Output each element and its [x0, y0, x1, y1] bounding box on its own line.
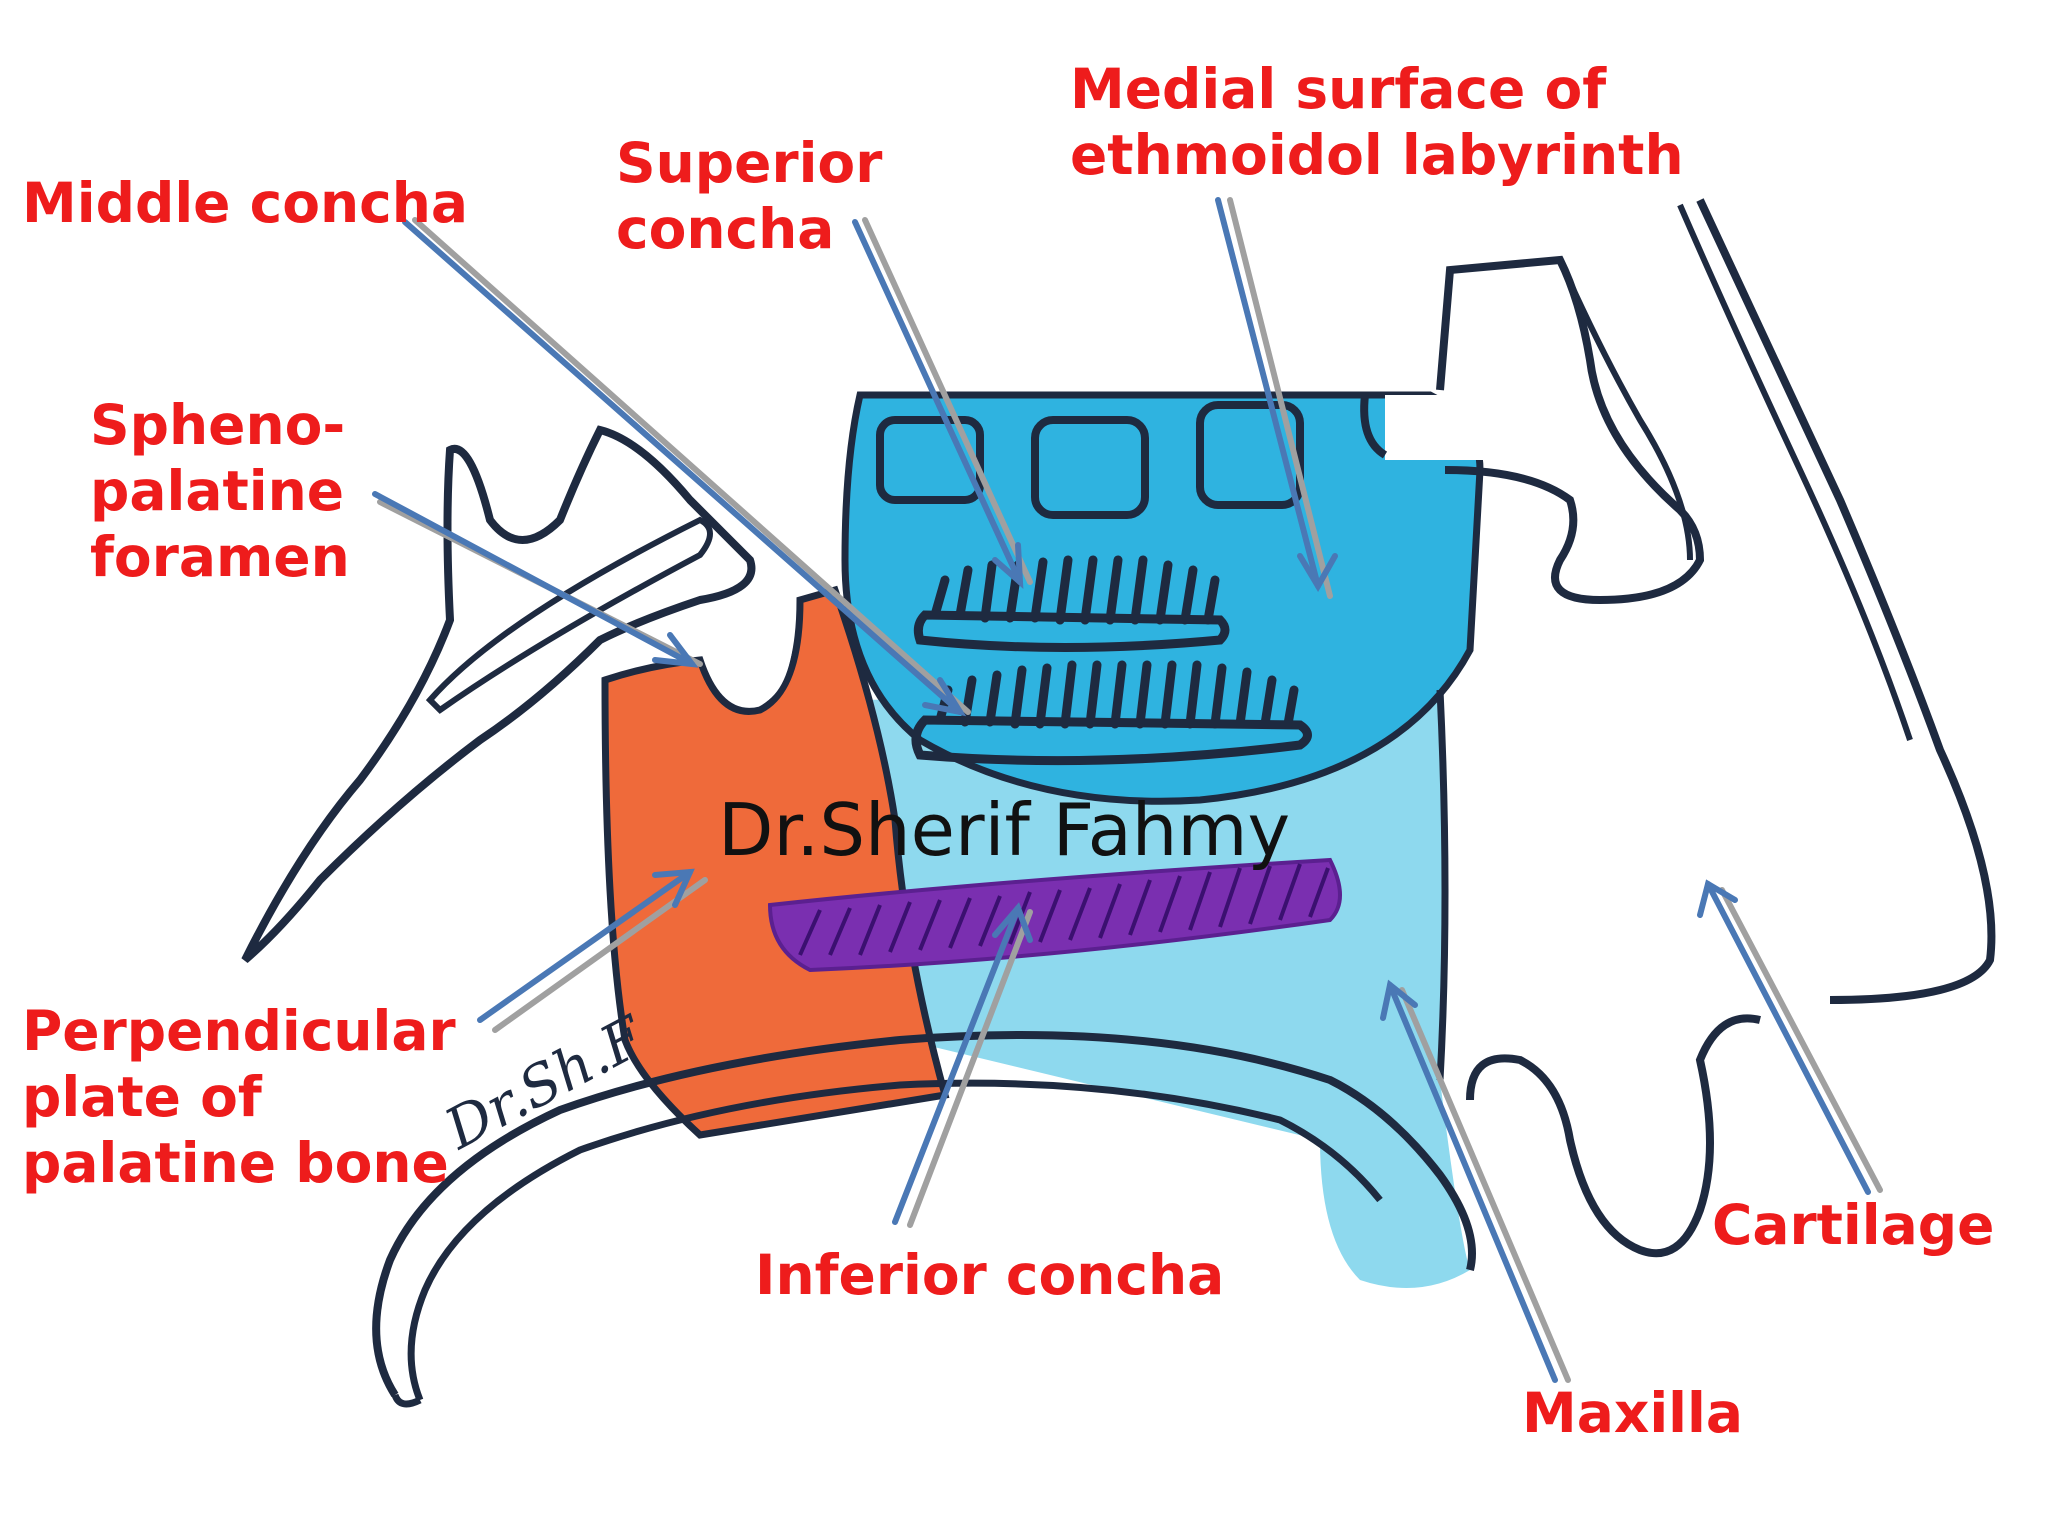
inferior-concha-hatching [798, 863, 1330, 956]
hard-palate-outline [372, 1031, 1476, 1398]
hard-palate-end [391, 1393, 422, 1408]
arrow-cartilage [1697, 879, 1883, 1195]
nasal-bone-inner [1557, 258, 1693, 561]
cartilage-outline [1696, 198, 1996, 1004]
maxilla-edge [1436, 689, 1449, 1081]
air-cell-3 [1196, 401, 1304, 509]
label-cartilage: Cartilage [1712, 1193, 1995, 1257]
palatine-plate [601, 585, 950, 1139]
arrow-sphenopalatine [372, 491, 703, 668]
label-superior-concha: Superior concha [616, 131, 883, 261]
arrow-inferior-concha [892, 902, 1033, 1228]
label-middle-concha: Middle concha [22, 171, 469, 235]
label-perpendicular-plate: Perpendicular plate of palatine bone [22, 999, 456, 1195]
label-sphenopalatine-foramen: Spheno- palatine foramen [90, 393, 350, 589]
label-medial-surface-ethmoid: Medial surface of ethmoidol labyrinth [1070, 57, 1684, 187]
arrow-medial-surface [1215, 197, 1338, 599]
arrow-middle-concha [402, 217, 971, 717]
nasal-bone-outline [1436, 255, 1705, 605]
air-cell-2 [1031, 416, 1149, 519]
label-maxilla: Maxilla [1522, 1381, 1743, 1445]
cartilage-inner [1677, 203, 1913, 741]
superior-concha-shape [913, 555, 1230, 652]
air-cell-4 [1360, 394, 1388, 459]
hard-palate-inner [407, 1079, 1383, 1402]
label-inferior-concha: Inferior concha [755, 1243, 1225, 1307]
arrow-perpendicular-plate [477, 868, 708, 1033]
ethmoid-cutout [1385, 395, 1495, 460]
ethmoid-air-cells [876, 394, 1388, 519]
sphenoid-outline [241, 425, 756, 964]
sphenopalatine-notch [700, 610, 795, 705]
watermark-text: Dr.Sherif Fahmy [718, 788, 1291, 872]
sphenoid-inner-line [425, 516, 713, 714]
air-cell-1 [876, 416, 984, 504]
inferior-concha-shape [767, 857, 1342, 973]
nostril-outline [1466, 1014, 1761, 1258]
arrows [372, 197, 1883, 1383]
arrow-superior-concha [852, 217, 1033, 589]
middle-concha-shape [911, 660, 1312, 766]
arrow-maxilla [1380, 979, 1571, 1383]
